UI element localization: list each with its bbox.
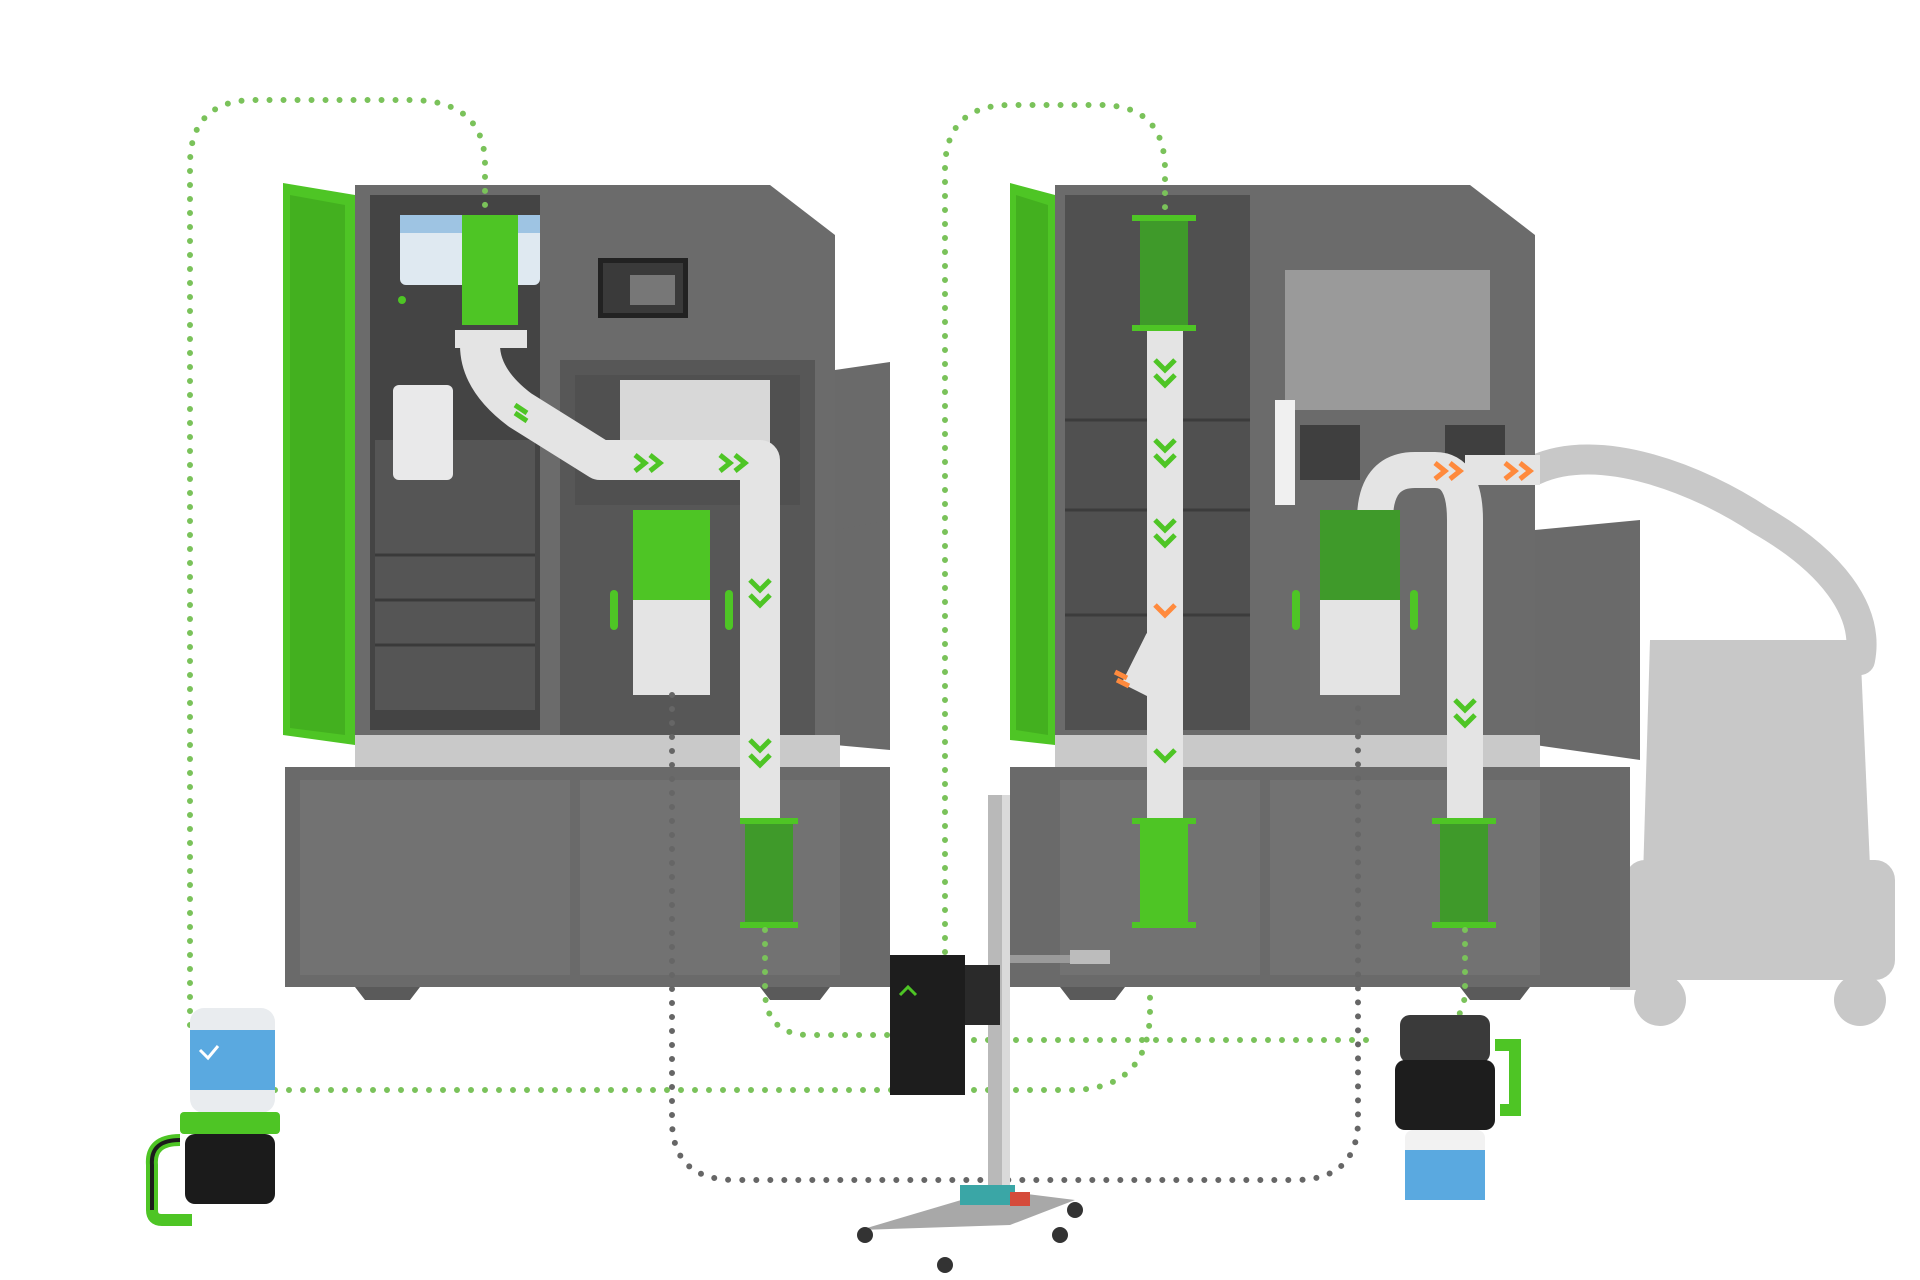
flow-paths: [187, 97, 1468, 1183]
green-path-right-drop: [1437, 927, 1468, 1033]
canister-bottom-right: [1440, 818, 1488, 928]
hopper-right: [1320, 510, 1400, 600]
container-right: [1395, 1015, 1521, 1200]
machine-right: [1010, 183, 1640, 1000]
canister-top-left: [462, 215, 518, 325]
lift-trolley: [857, 795, 1110, 1273]
green-path-lift-left: [762, 927, 903, 1038]
hopper-left: [633, 510, 710, 600]
vacuum-unit: [1520, 444, 1895, 1026]
transport-container: [890, 955, 965, 1095]
machine-left: [283, 183, 890, 1000]
canister-bottom-left: [745, 818, 793, 928]
container-left: [145, 1008, 280, 1226]
canister-bottom-mid-right: [1140, 818, 1188, 928]
green-path-left-loop: [187, 97, 488, 1028]
green-path-center-loop: [942, 102, 1168, 983]
canister-top-right: [1140, 215, 1188, 330]
